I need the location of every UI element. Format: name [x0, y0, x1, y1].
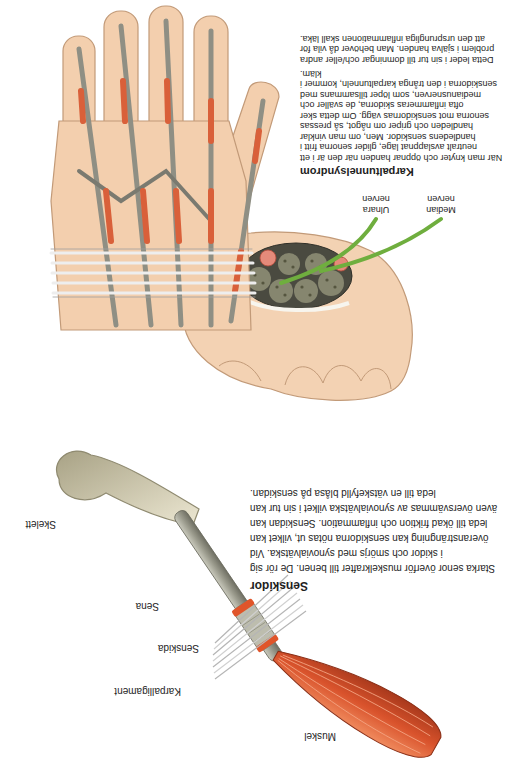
hand-tendons [51, 21, 263, 325]
part-label: Senskida [129, 642, 199, 655]
body-text: Starka senor överför muskelkrafter till … [250, 486, 500, 576]
part-label: Sena [109, 600, 159, 613]
part-label: Karpalligament [71, 685, 181, 698]
part-label: Muskel [276, 730, 336, 743]
nerve-label: Median nerven [417, 193, 465, 215]
part-label: Skelett [6, 518, 56, 531]
section-heading: Senskidor [250, 578, 500, 593]
body-text: När man knyter och öppnar handen när den… [300, 69, 505, 164]
section-heading: Karpaltunnelsyndrom [300, 165, 505, 179]
muscle [263, 634, 448, 761]
hand [51, 6, 279, 330]
nerve-label: Ulnara nerven [352, 193, 400, 215]
body-text: Detta leder i sin tur till domningar och… [300, 34, 505, 66]
